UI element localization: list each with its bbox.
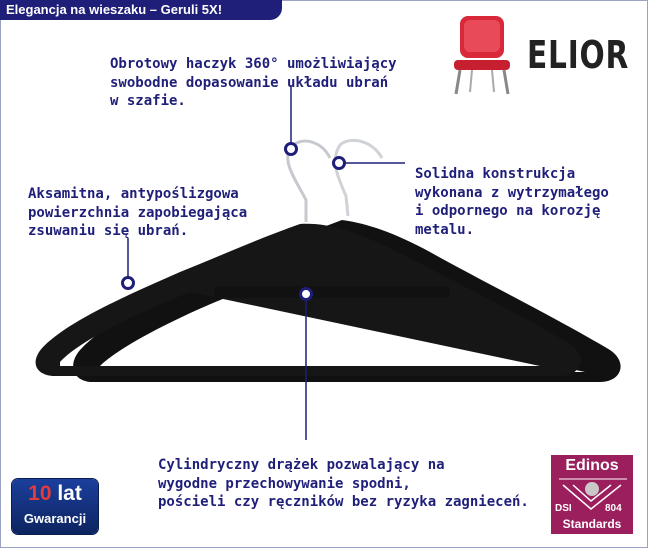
feature-construction-text: Solidna konstrukcja wykonana z wytrzymał…	[415, 166, 609, 238]
title-banner: Elegancja na wieszaku – Geruli 5X!	[0, 0, 282, 20]
feature-bar-text: Cylindryczny drążek pozwalający na wygod…	[158, 457, 529, 510]
warranty-label: Gwarancji	[23, 511, 87, 526]
edinos-code-left: DSI	[555, 503, 572, 514]
feature-hook-text: Obrotowy haczyk 360° umożliwiający swobo…	[110, 56, 397, 109]
hanger-bar	[214, 286, 450, 298]
back-hanger-hook	[333, 138, 384, 217]
elior-logo-text: ELIOR	[527, 33, 630, 77]
red-chair-icon	[454, 16, 510, 95]
edinos-standards-badge: Edinos DSI 804 Standards	[551, 455, 633, 534]
edinos-code-right: 804	[605, 503, 622, 514]
warranty-unit: lat	[57, 482, 82, 505]
page-title: Elegancja na wieszaku – Geruli 5X!	[6, 2, 223, 17]
bar-marker	[299, 287, 313, 301]
elior-logo	[446, 14, 636, 96]
surface-marker	[121, 276, 135, 290]
edinos-standards-label: Standards	[562, 517, 622, 531]
warranty-number: 10	[28, 482, 52, 505]
checkmark-icon	[559, 478, 627, 510]
warranty-years: 10 lat	[12, 482, 98, 506]
feature-surface-text: Aksamitna, antypoślizgowa powierzchnia z…	[28, 186, 248, 239]
hook-marker	[284, 142, 298, 156]
warranty-badge: 10 lat Gwarancji	[12, 479, 98, 534]
construction-marker	[332, 156, 346, 170]
edinos-name: Edinos	[565, 457, 619, 474]
